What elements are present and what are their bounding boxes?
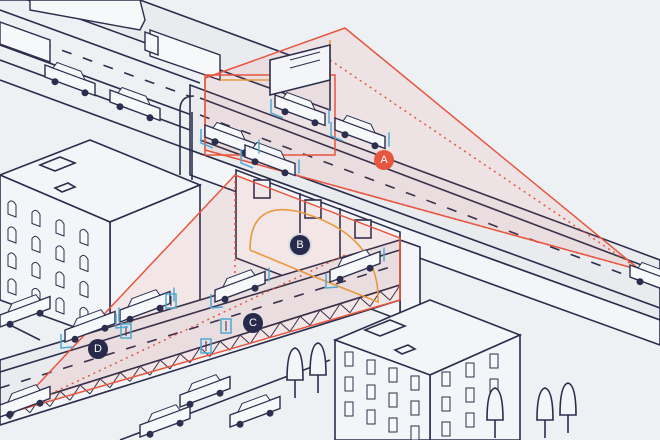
window	[366, 359, 376, 375]
marker-a[interactable]: A	[374, 150, 394, 170]
detection-boxes	[60, 99, 390, 354]
window	[7, 200, 17, 218]
window	[55, 219, 65, 237]
barrier-sign	[253, 179, 372, 239]
car	[64, 309, 116, 344]
car	[44, 61, 96, 97]
marker-c-label: C	[249, 317, 257, 329]
window	[388, 417, 398, 433]
detection-box	[115, 314, 129, 329]
window	[410, 375, 420, 391]
tree	[309, 342, 327, 376]
window	[344, 351, 354, 367]
marker-d-label: D	[94, 343, 102, 355]
trees	[286, 342, 577, 438]
car	[244, 141, 296, 177]
detection-box	[210, 294, 224, 309]
detection-box	[330, 122, 344, 142]
tree	[486, 387, 504, 421]
car	[229, 394, 281, 429]
marker-b[interactable]: B	[288, 233, 312, 257]
window	[410, 425, 420, 440]
car	[204, 121, 256, 157]
window	[388, 367, 398, 383]
window	[7, 252, 17, 270]
window	[410, 400, 420, 416]
car	[274, 91, 326, 127]
window	[55, 297, 65, 315]
window	[344, 401, 354, 417]
car	[179, 374, 231, 409]
window	[441, 371, 451, 387]
car	[629, 261, 660, 289]
window	[79, 228, 89, 247]
window	[79, 280, 89, 299]
detection-box	[240, 149, 254, 169]
window	[441, 396, 451, 412]
pedestrian-box	[220, 318, 232, 334]
marker-a-label: A	[380, 154, 388, 166]
window	[7, 278, 17, 296]
window	[31, 261, 41, 280]
window	[366, 384, 376, 400]
car	[0, 384, 51, 418]
window	[388, 392, 398, 408]
tree	[536, 387, 554, 421]
tree	[559, 382, 577, 416]
car	[119, 289, 171, 324]
window	[441, 421, 451, 437]
window	[465, 387, 475, 403]
window	[31, 235, 41, 254]
vehicles	[0, 61, 660, 439]
detection-box	[325, 274, 339, 289]
window	[465, 412, 475, 428]
car	[329, 249, 381, 284]
car	[334, 114, 386, 150]
car	[0, 294, 51, 328]
tree	[286, 347, 304, 381]
window	[55, 271, 65, 289]
pedestrian-box	[120, 323, 132, 339]
pedestrian-box	[165, 293, 177, 309]
sensor-arc-b	[249, 208, 379, 304]
window	[344, 376, 354, 392]
window	[7, 226, 17, 244]
detection-box	[200, 129, 214, 149]
car	[214, 269, 266, 304]
window	[55, 245, 65, 263]
window	[79, 254, 89, 273]
marker-b-label: B	[296, 239, 303, 251]
car	[109, 86, 161, 122]
car	[139, 404, 191, 439]
window	[366, 409, 376, 425]
background-road	[0, 0, 331, 119]
marker-c[interactable]: C	[243, 313, 263, 333]
truck	[0, 0, 221, 81]
window	[489, 353, 499, 369]
marker-d[interactable]: D	[88, 339, 108, 359]
detection-box	[60, 334, 74, 349]
pedestrian-box	[200, 338, 212, 354]
detection-box	[270, 99, 284, 119]
window	[31, 209, 41, 228]
window	[465, 362, 475, 378]
